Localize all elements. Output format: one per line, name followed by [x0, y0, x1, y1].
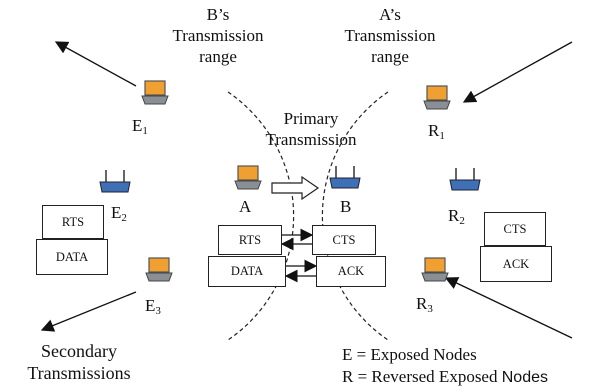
legend-reversed: R = Reversed Exposed Nodes	[342, 367, 548, 386]
a-transmission-range-circle	[321, 91, 389, 341]
node-e2-label: E2	[111, 203, 127, 224]
node-e1-label: E1	[132, 116, 148, 137]
r3-arrow	[444, 277, 573, 339]
node-a-label: A	[239, 197, 252, 216]
a-range-label: A’s Transmission range	[344, 5, 436, 66]
node-r1-label: R1	[428, 121, 445, 142]
laptop-icon	[141, 80, 169, 105]
center-ack-frame: ACK	[316, 256, 386, 287]
node-e3-label: E3	[145, 296, 161, 317]
legend: E = Exposed Nodes R = Reversed Exposed N…	[342, 344, 548, 389]
b-range-label: B’s Transmission range	[172, 5, 264, 66]
laptop-icon	[423, 85, 451, 110]
left-data-frame: DATA	[36, 239, 108, 275]
center-rts-frame: RTS	[218, 225, 282, 255]
e3-arrow	[40, 291, 137, 332]
router-icon	[99, 170, 131, 193]
node-r2-label: R2	[448, 206, 465, 227]
center-cts-frame: CTS	[312, 225, 376, 255]
node-r3-label: R3	[416, 294, 433, 315]
primary-transmission-label: Primary Transmission	[265, 109, 357, 149]
e1-arrow	[54, 41, 137, 87]
primary-transmission-arrow	[271, 175, 320, 201]
center-data-frame: DATA	[208, 256, 286, 287]
b-transmission-range-circle	[227, 91, 295, 341]
laptop-icon	[234, 165, 262, 190]
right-ack-frame: ACK	[480, 246, 552, 282]
node-b-label: B	[340, 197, 352, 216]
laptop-icon	[421, 257, 449, 282]
router-icon	[449, 168, 481, 191]
r1-arrow	[462, 41, 573, 103]
router-icon	[329, 166, 361, 189]
laptop-icon	[145, 257, 173, 282]
right-cts-frame: CTS	[484, 212, 546, 246]
secondary-transmissions-label: Secondary Transmissions	[27, 341, 131, 383]
left-rts-frame: RTS	[42, 205, 104, 239]
legend-exposed: E = Exposed Nodes	[342, 345, 477, 364]
